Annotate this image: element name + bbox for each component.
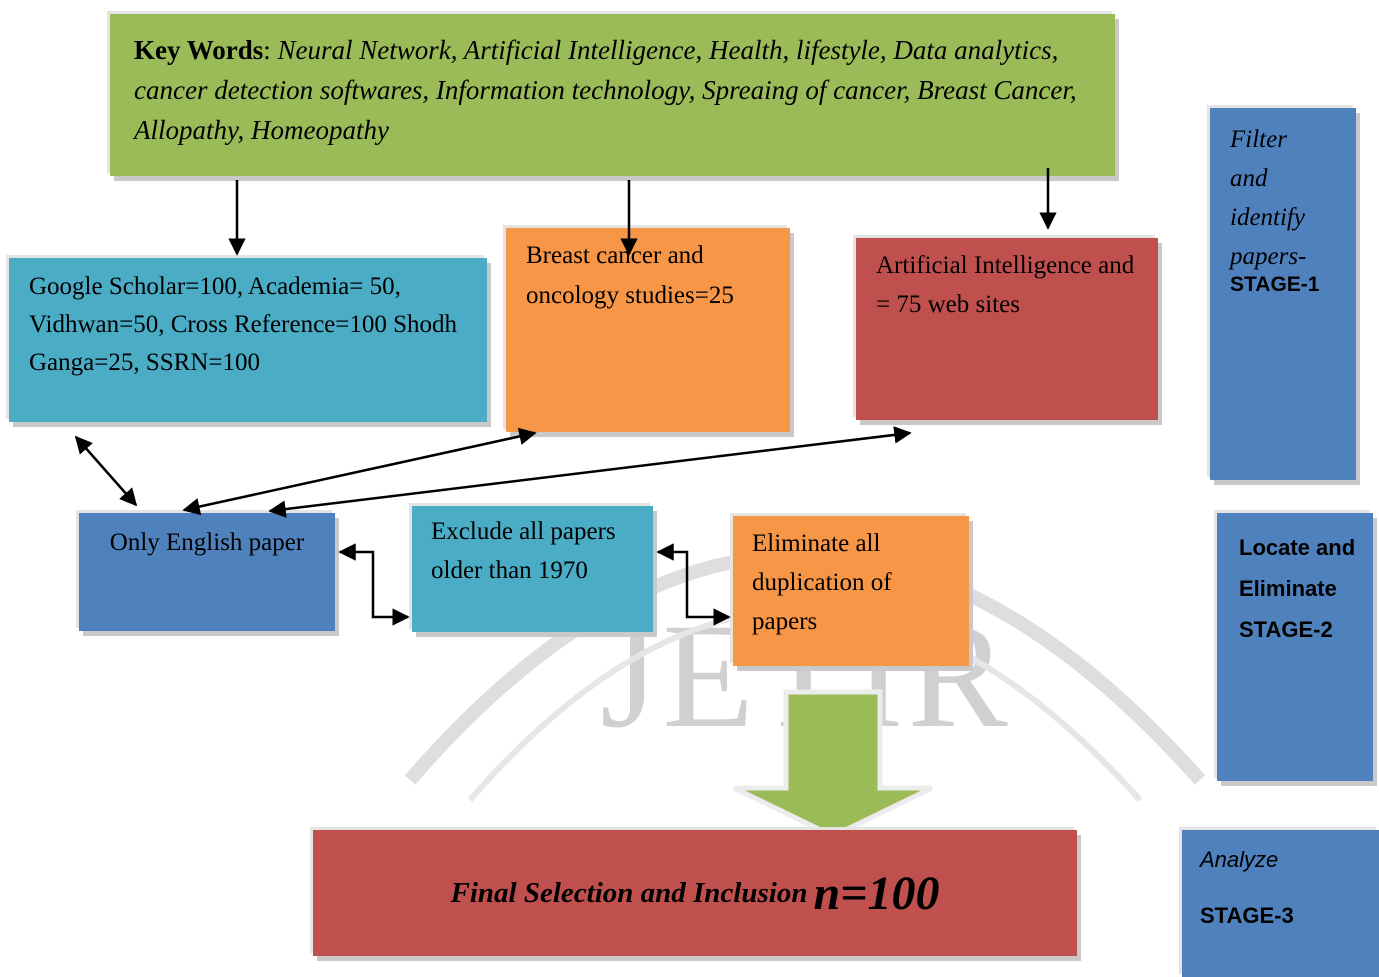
keywords-label: Key Words: [134, 35, 264, 65]
stage-2-panel: Locate and Eliminate STAGE-2: [1217, 513, 1373, 781]
scholarly-sources-box: Google Scholar=100, Academia= 50, Vidhwa…: [9, 258, 487, 422]
eliminate-duplicates-text: Eliminate all duplication of papers: [752, 530, 892, 635]
ai-websites-text: Artificial Intelligence and = 75 web sit…: [876, 252, 1135, 318]
stage-3-label: STAGE-3: [1200, 903, 1294, 928]
final-selection-box: Final Selection and Inclusion n=100: [313, 830, 1077, 956]
oncology-studies-box: Breast cancer and oncology studies=25: [506, 228, 790, 432]
arrow-english-exclude: [338, 543, 410, 626]
stage-1-label: STAGE-1: [1230, 273, 1320, 296]
final-selection-count: n=100: [813, 866, 940, 920]
final-selection-text: Final Selection and Inclusion: [450, 876, 808, 909]
eliminate-duplicates-box: Eliminate all duplication of papers: [733, 516, 969, 666]
ai-websites-box: Artificial Intelligence and = 75 web sit…: [856, 238, 1158, 420]
exclude-old-papers-text: Exclude all papers older than 1970: [431, 518, 616, 584]
keywords-separator: :: [263, 35, 278, 65]
stage-3-description: Analyze: [1200, 847, 1279, 872]
english-only-box: Only English paper: [79, 513, 335, 631]
arrow-scholarly-english: [74, 435, 138, 507]
english-only-text: Only English paper: [109, 529, 305, 556]
keywords-text: Neural Network, Artificial Intelligence,…: [134, 35, 1077, 145]
stage-1-description: Filter and identify papers-: [1230, 126, 1307, 270]
keywords-box: Key Words: Neural Network, Artificial In…: [110, 14, 1115, 176]
stage-2-label: Locate and Eliminate STAGE-2: [1239, 535, 1356, 642]
exclude-old-papers-box: Exclude all papers older than 1970: [412, 506, 653, 632]
arrow-exclude-eliminate: [656, 543, 731, 626]
arrow-ai-english: [268, 426, 912, 518]
stage-1-panel: Filter and identify papers- STAGE-1: [1210, 108, 1356, 480]
arrow-oncology-english: [182, 427, 537, 516]
stage-3-panel: Analyze STAGE-3: [1182, 830, 1379, 977]
oncology-studies-text: Breast cancer and oncology studies=25: [526, 242, 734, 309]
scholarly-sources-text: Google Scholar=100, Academia= 50, Vidhwa…: [29, 273, 458, 376]
